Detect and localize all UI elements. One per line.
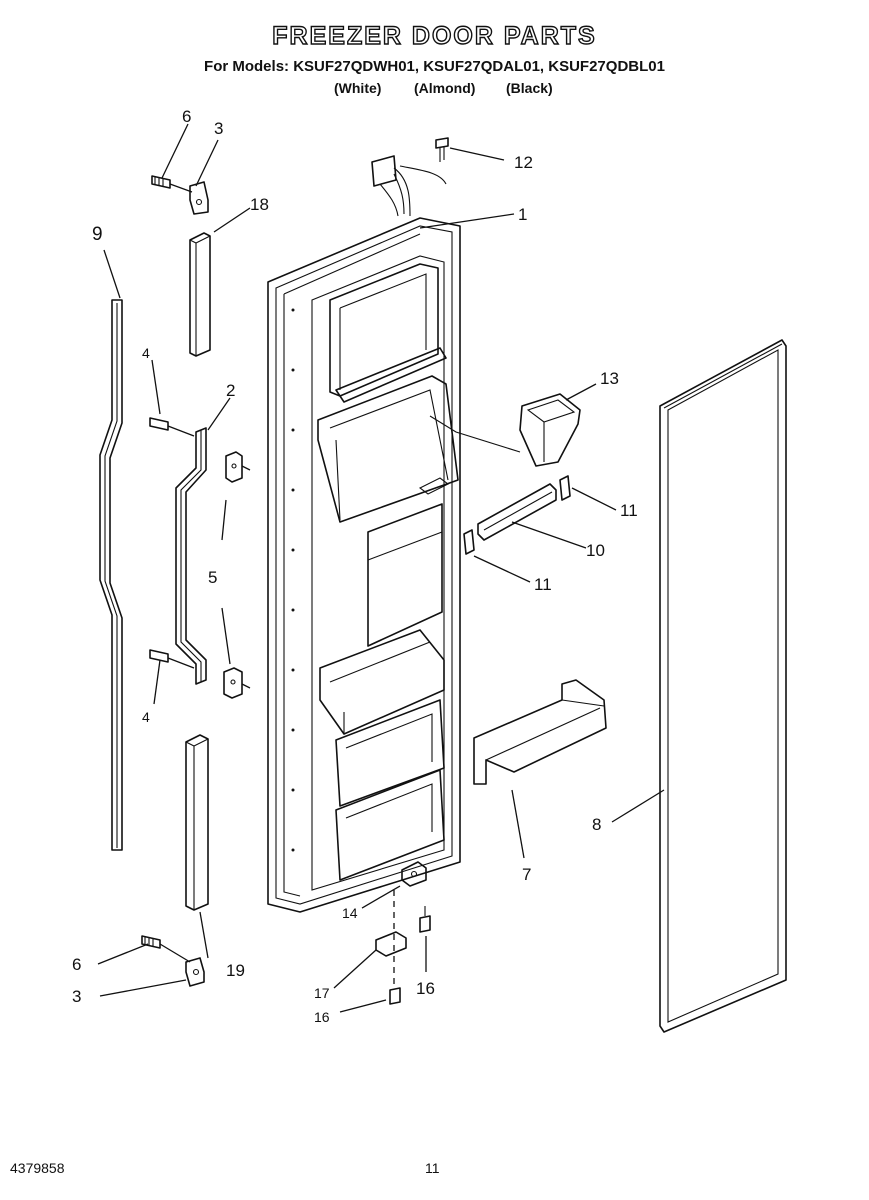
callout-leaders xyxy=(97,123,665,1013)
part-3-bracket-bottom xyxy=(185,957,205,987)
callout-19: 19 xyxy=(226,961,245,980)
part-14-hinge-bracket xyxy=(401,861,427,887)
callout-6-top: 6 xyxy=(182,107,191,126)
part-5-plate-upper xyxy=(225,451,251,483)
part-5-leaders xyxy=(221,499,231,665)
part-12-screw xyxy=(435,137,449,162)
callout-12: 12 xyxy=(514,153,533,172)
callout-7: 7 xyxy=(522,865,531,884)
callout-9: 9 xyxy=(92,224,103,245)
callout-8: 8 xyxy=(592,815,601,834)
callout-13: 13 xyxy=(600,369,619,388)
callout-18: 18 xyxy=(250,195,269,214)
callout-11-lower: 11 xyxy=(534,575,552,594)
part-5-plate-lower xyxy=(223,667,251,699)
callout-3-bottom: 3 xyxy=(72,987,81,1006)
page-number: 11 xyxy=(425,1160,440,1176)
wire-connector xyxy=(371,155,397,187)
part-3-bracket-top xyxy=(189,181,209,215)
part-8-door-gasket xyxy=(659,339,787,1033)
callout-6-bottom: 6 xyxy=(72,955,81,974)
part-16-screw-lower xyxy=(389,987,401,1005)
door-screw-holes xyxy=(291,308,295,852)
callout-11-upper: 11 xyxy=(620,501,638,520)
part-9-trim-strip xyxy=(99,299,123,851)
callout-10: 10 xyxy=(586,541,605,560)
model-list: For Models: KSUF27QDWH01, KSUF27QDAL01, … xyxy=(204,58,665,75)
part-18-upper-strip xyxy=(189,232,211,357)
part-4-screw-lower xyxy=(149,649,195,669)
document-number: 4379858 xyxy=(10,1160,65,1176)
part-17-hinge-block xyxy=(375,931,407,957)
part-16-screw-upper xyxy=(419,906,431,933)
callout-3-top: 3 xyxy=(214,119,223,138)
part-6-screw-top xyxy=(151,175,193,193)
callout-16-lower: 16 xyxy=(314,1009,330,1025)
page-title: FREEZER DOOR PARTS xyxy=(272,21,597,50)
color-white-label: (White) xyxy=(334,80,382,96)
part-13-ice-chute xyxy=(429,393,581,467)
part-4-screw-upper xyxy=(149,417,195,437)
callout-17: 17 xyxy=(314,985,330,1001)
color-almond-label: (Almond) xyxy=(414,80,476,96)
callout-4-upper: 4 xyxy=(142,345,150,361)
callout-1: 1 xyxy=(518,205,527,224)
part-7-door-bin xyxy=(473,679,607,785)
callout-labels: 6 3 18 9 4 2 5 4 6 3 19 12 1 13 11 10 11… xyxy=(72,107,638,1025)
callout-16-upper: 16 xyxy=(416,979,435,998)
callout-14: 14 xyxy=(342,905,358,921)
callout-5: 5 xyxy=(208,568,217,587)
part-2-door-handle xyxy=(175,427,207,685)
part-11-clip-right xyxy=(559,475,571,501)
part-11-clip-left xyxy=(463,529,475,555)
callout-4-lower: 4 xyxy=(142,709,150,725)
part-1-door-assembly xyxy=(267,155,461,913)
callout-2: 2 xyxy=(226,381,235,400)
part-6-screw-bottom xyxy=(141,935,191,963)
color-black-label: (Black) xyxy=(506,80,553,96)
part-19-lower-strip xyxy=(185,734,209,911)
part-10-rail xyxy=(477,483,557,541)
